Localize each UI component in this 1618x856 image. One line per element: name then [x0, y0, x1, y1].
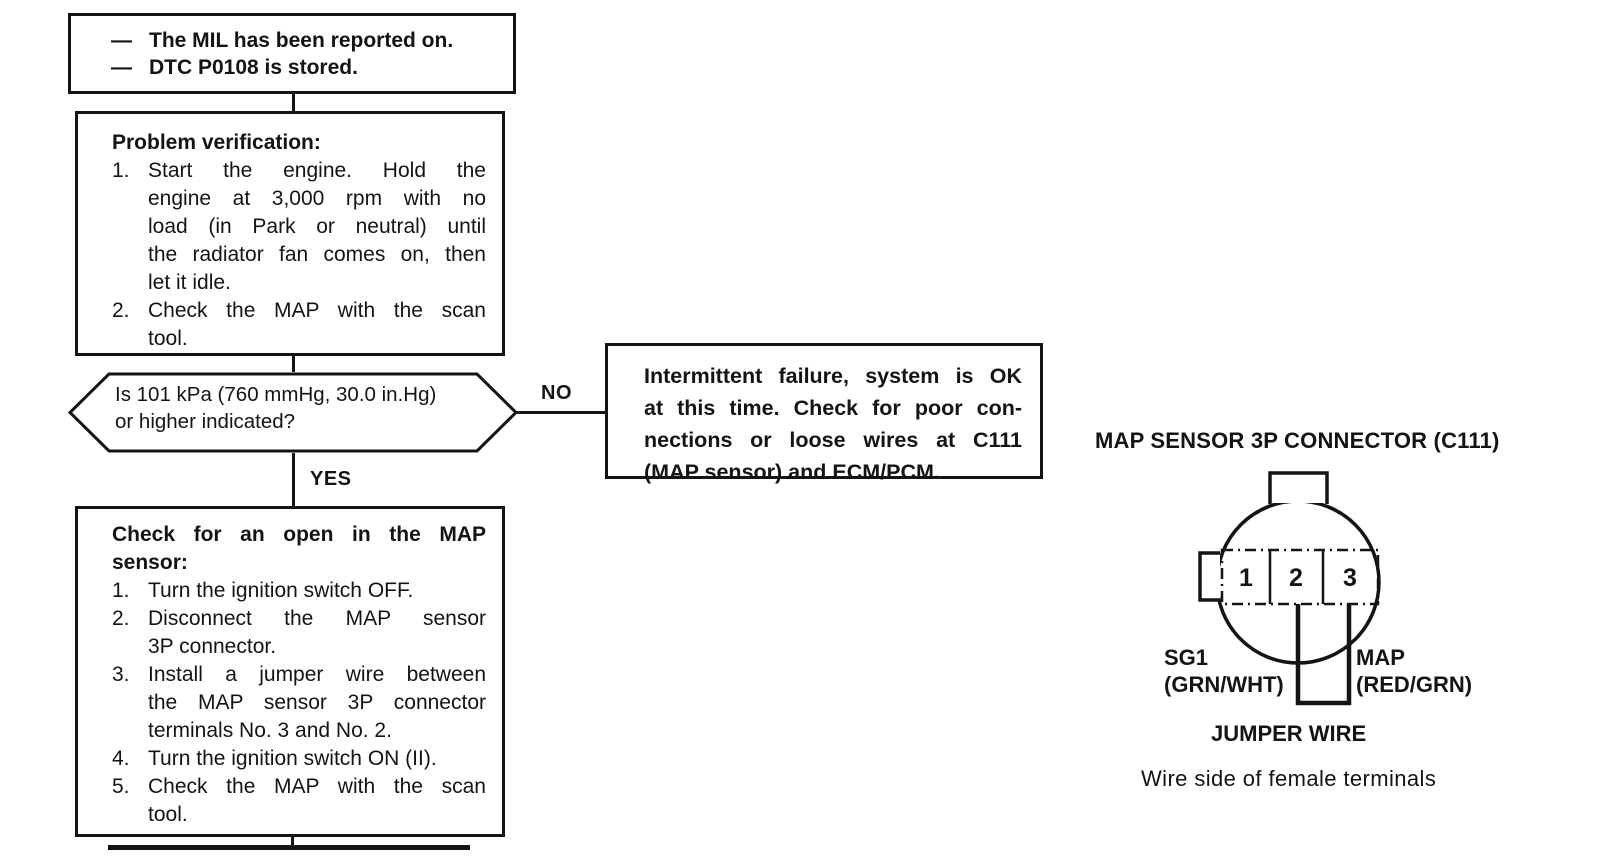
step-text-line: load (in Park or neutral) until: [148, 215, 486, 238]
step-text-line: let it idle.: [148, 271, 231, 294]
step-1: 1. Turn the ignition switch OFF.: [112, 577, 486, 605]
step-text-line: tool.: [148, 803, 188, 826]
condition-text: The MIL has been reported on.: [149, 29, 454, 52]
flow-line-start-to-verification: [292, 94, 295, 111]
wire-side-caption: Wire side of female terminals: [1141, 766, 1437, 791]
step-2: 2. Disconnect the MAP sensor 3P connecto…: [112, 605, 486, 661]
step-text-line: Install a jumper wire between: [148, 663, 486, 686]
terminal-name: SG1: [1164, 645, 1209, 670]
problem-verification-box: Problem verification: 1. Start the engin…: [75, 111, 505, 356]
flow-line-no-branch: [516, 411, 605, 414]
flow-line-yes-branch: [292, 453, 295, 506]
condition-line: — The MIL has been reported on.: [111, 27, 505, 54]
step-number: 3.: [112, 663, 130, 686]
step-number: 1.: [112, 579, 130, 602]
wire-color: (RED/GRN): [1356, 672, 1473, 697]
check-open-map-sensor-box: Check for an open in the MAP sensor: 1. …: [75, 506, 505, 837]
box-title-line: sensor:: [112, 551, 188, 574]
next-box-top-edge-cropped: [108, 845, 470, 850]
decision-map-reading: Is 101 kPa (760 mmHg, 30.0 in.Hg) or hig…: [68, 372, 518, 453]
step-text-line: Start the engine. Hold the: [148, 159, 486, 182]
step-text-line: Check the MAP with the scan: [148, 775, 486, 798]
wire-color: (GRN/WHT): [1164, 672, 1284, 697]
jumper-wire-label: JUMPER WIRE: [1211, 721, 1367, 746]
decision-text-line: Is 101 kPa (760 mmHg, 30.0 in.Hg): [115, 383, 437, 406]
step-5: 5. Check the MAP with the scan tool.: [112, 773, 486, 829]
step-text-line: Turn the ignition switch OFF.: [148, 579, 414, 602]
decision-text-line: or higher indicated?: [115, 409, 296, 433]
map-terminal-label: MAP (RED/GRN): [1356, 644, 1472, 698]
pin-row-outline: [1220, 548, 1380, 606]
step-number: 4.: [112, 747, 130, 770]
step-number: 1.: [112, 159, 130, 182]
result-text-line: at this time. Check for poor con-: [644, 396, 1022, 420]
connector-drawing: 1 2 3: [1198, 471, 1381, 706]
map-connector-diagram: 1 2 3: [1140, 460, 1500, 710]
step-number: 5.: [112, 775, 130, 798]
flow-line-verification-to-decision: [292, 356, 295, 372]
step-text-line: tool.: [148, 327, 188, 350]
start-condition-box: — The MIL has been reported on. — DTC P0…: [68, 13, 516, 94]
step-3: 3. Install a jumper wire between the MAP…: [112, 661, 486, 745]
step-text-line: the MAP sensor 3P connector: [148, 691, 486, 714]
step-number: 2.: [112, 607, 130, 630]
result-text-line: (MAP sensor) and ECM/PCM.: [644, 460, 940, 484]
pin-3-label: 3: [1343, 564, 1357, 592]
step-1: 1. Start the engine. Hold the engine at …: [112, 157, 486, 297]
box-title: Problem verification:: [112, 131, 321, 154]
step-2: 2. Check the MAP with the scan tool.: [112, 297, 486, 353]
box-title-line: Check for an open in the MAP: [112, 523, 486, 546]
dash-bullet: —: [111, 29, 132, 52]
terminal-name: MAP: [1356, 645, 1405, 670]
step-text-line: 3P connector.: [148, 635, 277, 658]
pin-2-label: 2: [1289, 564, 1303, 592]
intermittent-failure-box: Intermittent failure, system is OK at th…: [605, 343, 1043, 484]
condition-text: DTC P0108 is stored.: [149, 56, 358, 79]
result-text-line: nections or loose wires at C111: [644, 428, 1022, 452]
connector-left-tab: [1198, 551, 1220, 602]
connector-title: MAP SENSOR 3P CONNECTOR (C111): [1095, 428, 1500, 453]
yes-label: YES: [310, 468, 352, 490]
dash-bullet: —: [111, 56, 132, 79]
step-text-line: Check the MAP with the scan: [148, 299, 486, 322]
step-text-line: engine at 3,000 rpm with no: [148, 187, 486, 210]
step-text-line: terminals No. 3 and No. 2.: [148, 719, 392, 742]
step-4: 4. Turn the ignition switch ON (II).: [112, 745, 486, 773]
step-text-line: Disconnect the MAP sensor: [148, 607, 486, 630]
step-text-line: Turn the ignition switch ON (II).: [148, 747, 437, 770]
sg1-terminal-label: SG1 (GRN/WHT): [1164, 644, 1284, 698]
jumper-wire-shape: [1295, 604, 1352, 706]
condition-line: — DTC P0108 is stored.: [111, 54, 505, 81]
step-text-line: the radiator fan comes on, then: [148, 243, 486, 266]
flow-line-to-next-box: [291, 837, 294, 846]
pin-1-label: 1: [1239, 564, 1253, 592]
no-label: NO: [541, 382, 572, 404]
step-number: 2.: [112, 299, 130, 322]
result-text-line: Intermittent failure, system is OK: [644, 364, 1022, 388]
connector-top-tab: [1268, 471, 1329, 504]
